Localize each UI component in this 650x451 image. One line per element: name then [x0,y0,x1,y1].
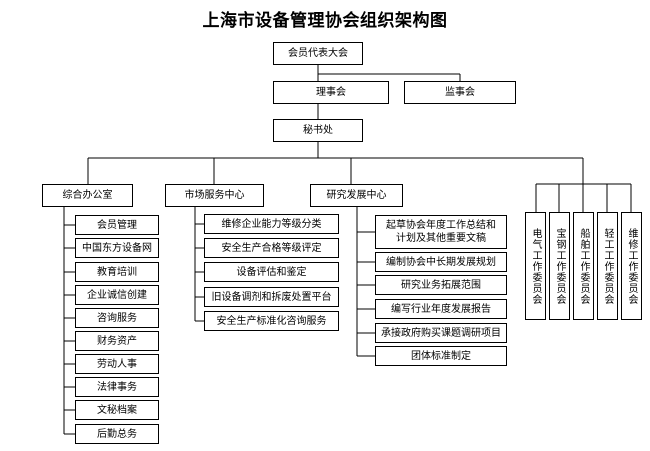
committee-shipbuilding: 船舶工作委员会 [573,212,594,320]
box-market-service-center: 市场服务中心 [165,184,264,207]
item-consulting-service: 咨询服务 [75,308,159,328]
item-safety-standardization-consulting: 安全生产标准化咨询服务 [204,311,339,331]
item-industry-annual-report: 编写行业年度发展报告 [375,299,507,319]
item-member-management: 会员管理 [75,215,159,235]
box-council: 理事会 [273,81,389,104]
item-long-term-planning: 编制协会中长期发展规划 [375,252,507,272]
chart-title: 上海市设备管理协会组织架构图 [202,11,448,31]
item-legal-affairs: 法律事务 [75,377,159,397]
box-member-assembly: 会员代表大会 [273,42,363,65]
item-human-resources: 劳动人事 [75,354,159,374]
committee-maintenance: 维修工作委员会 [621,212,642,320]
committee-baosteel: 宝钢工作委员会 [549,212,570,320]
item-used-equipment-platform: 旧设备调剂和拆废处置平台 [204,287,339,307]
item-group-standards: 团体标准制定 [375,346,507,366]
box-research-development-center: 研究发展中心 [310,184,403,207]
committee-electrical: 电气工作委员会 [525,212,546,320]
item-safety-production-rating: 安全生产合格等级评定 [204,238,339,258]
item-enterprise-integrity: 企业诚信创建 [75,285,159,305]
item-equipment-assessment: 设备评估和鉴定 [204,262,339,282]
item-annual-summary-drafting: 起草协会年度工作总结和计划及其他重要文稿 [375,215,507,249]
item-secretarial-archives: 文秘档案 [75,400,159,420]
item-government-research-projects: 承接政府购买课题调研项目 [375,323,507,343]
item-repair-capability-grading: 维修企业能力等级分类 [204,214,339,234]
item-china-east-equipment-net: 中国东方设备网 [75,238,159,258]
item-finance-assets: 财务资产 [75,331,159,351]
item-logistics: 后勤总务 [75,424,159,444]
item-education-training: 教育培训 [75,262,159,282]
box-general-office: 综合办公室 [42,184,133,207]
item-business-expansion: 研究业务拓展范围 [375,275,507,295]
committee-light-industry: 轻工工作委员会 [597,212,618,320]
box-secretariat: 秘书处 [273,119,363,142]
box-supervisors: 监事会 [404,81,516,104]
